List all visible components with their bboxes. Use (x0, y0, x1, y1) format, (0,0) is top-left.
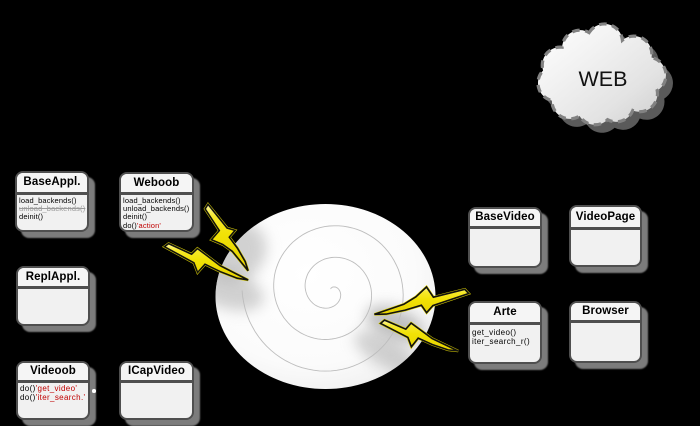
svg-text:WEB: WEB (579, 67, 628, 91)
